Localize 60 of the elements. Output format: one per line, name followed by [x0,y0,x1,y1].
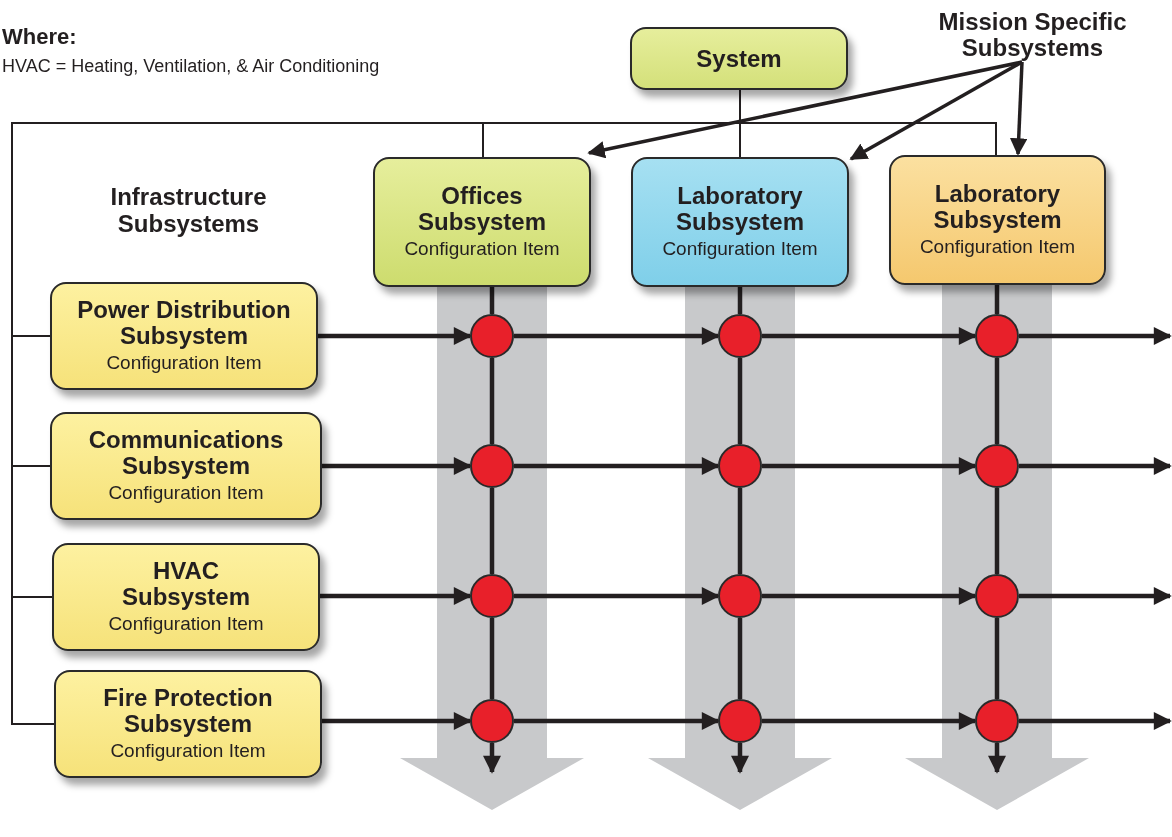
arrow [731,743,749,774]
group-heading: Mission Specific Subsystems [937,9,1128,61]
arrow [988,743,1006,774]
system-box [630,27,848,90]
box-title: HVAC Subsystem [120,558,252,610]
box-subtitle: Configuration Item [106,351,262,375]
subsystem-box [50,412,322,520]
box-subtitle: Configuration Item [662,237,818,261]
arrow [483,743,501,774]
arrow [762,457,977,475]
arrow [1019,327,1172,345]
legend-note: HVAC = Heating, Ventilation, & Air Conditioning [2,56,380,77]
arrow [1019,587,1172,605]
box-title: Offices Subsystem [416,183,548,235]
box-title: System [696,45,782,72]
subsystem-box [889,155,1106,285]
arrow [318,327,472,345]
arrow [762,327,977,345]
connector-line [994,488,1000,574]
connector-line [489,618,495,699]
box-title: Communications Subsystem [87,427,285,479]
arrow [762,712,977,730]
arrow [320,587,472,605]
subsystem-box [54,670,322,778]
box-title: Laboratory Subsystem [674,183,806,235]
subsystem-box [631,157,849,287]
group-heading: Infrastructure Subsystems [109,183,268,237]
connector-line [737,618,743,699]
arrow [514,327,720,345]
arrow [514,457,720,475]
arrow [762,587,977,605]
subsystem-box [50,282,318,390]
subsystem-box [373,157,591,287]
arrow [1019,712,1172,730]
connector-line [737,287,743,314]
legend-heading: Where: [2,24,77,50]
connector-line [737,488,743,574]
box-subtitle: Configuration Item [919,235,1076,259]
arrow [514,587,720,605]
box-title: Fire Protection Subsystem [102,685,274,737]
connector-line [994,285,1000,314]
connector-line [489,488,495,574]
connector-line [994,618,1000,699]
connector-line [489,287,495,314]
box-title: Laboratory Subsystem [932,181,1063,233]
arrow [849,60,1023,161]
arrow [322,712,472,730]
box-subtitle: Configuration Item [108,612,264,636]
connector-line [489,358,495,444]
arrow [1009,61,1028,156]
box-title: Power Distribution Subsystem [76,297,292,349]
box-subtitle: Configuration Item [108,481,264,505]
arrow [1019,457,1172,475]
connector-line [994,358,1000,444]
arrow [322,457,472,475]
arrow [514,712,720,730]
box-subtitle: Configuration Item [110,739,266,763]
box-subtitle: Configuration Item [404,237,560,261]
connector-line [737,358,743,444]
subsystem-box [52,543,320,651]
